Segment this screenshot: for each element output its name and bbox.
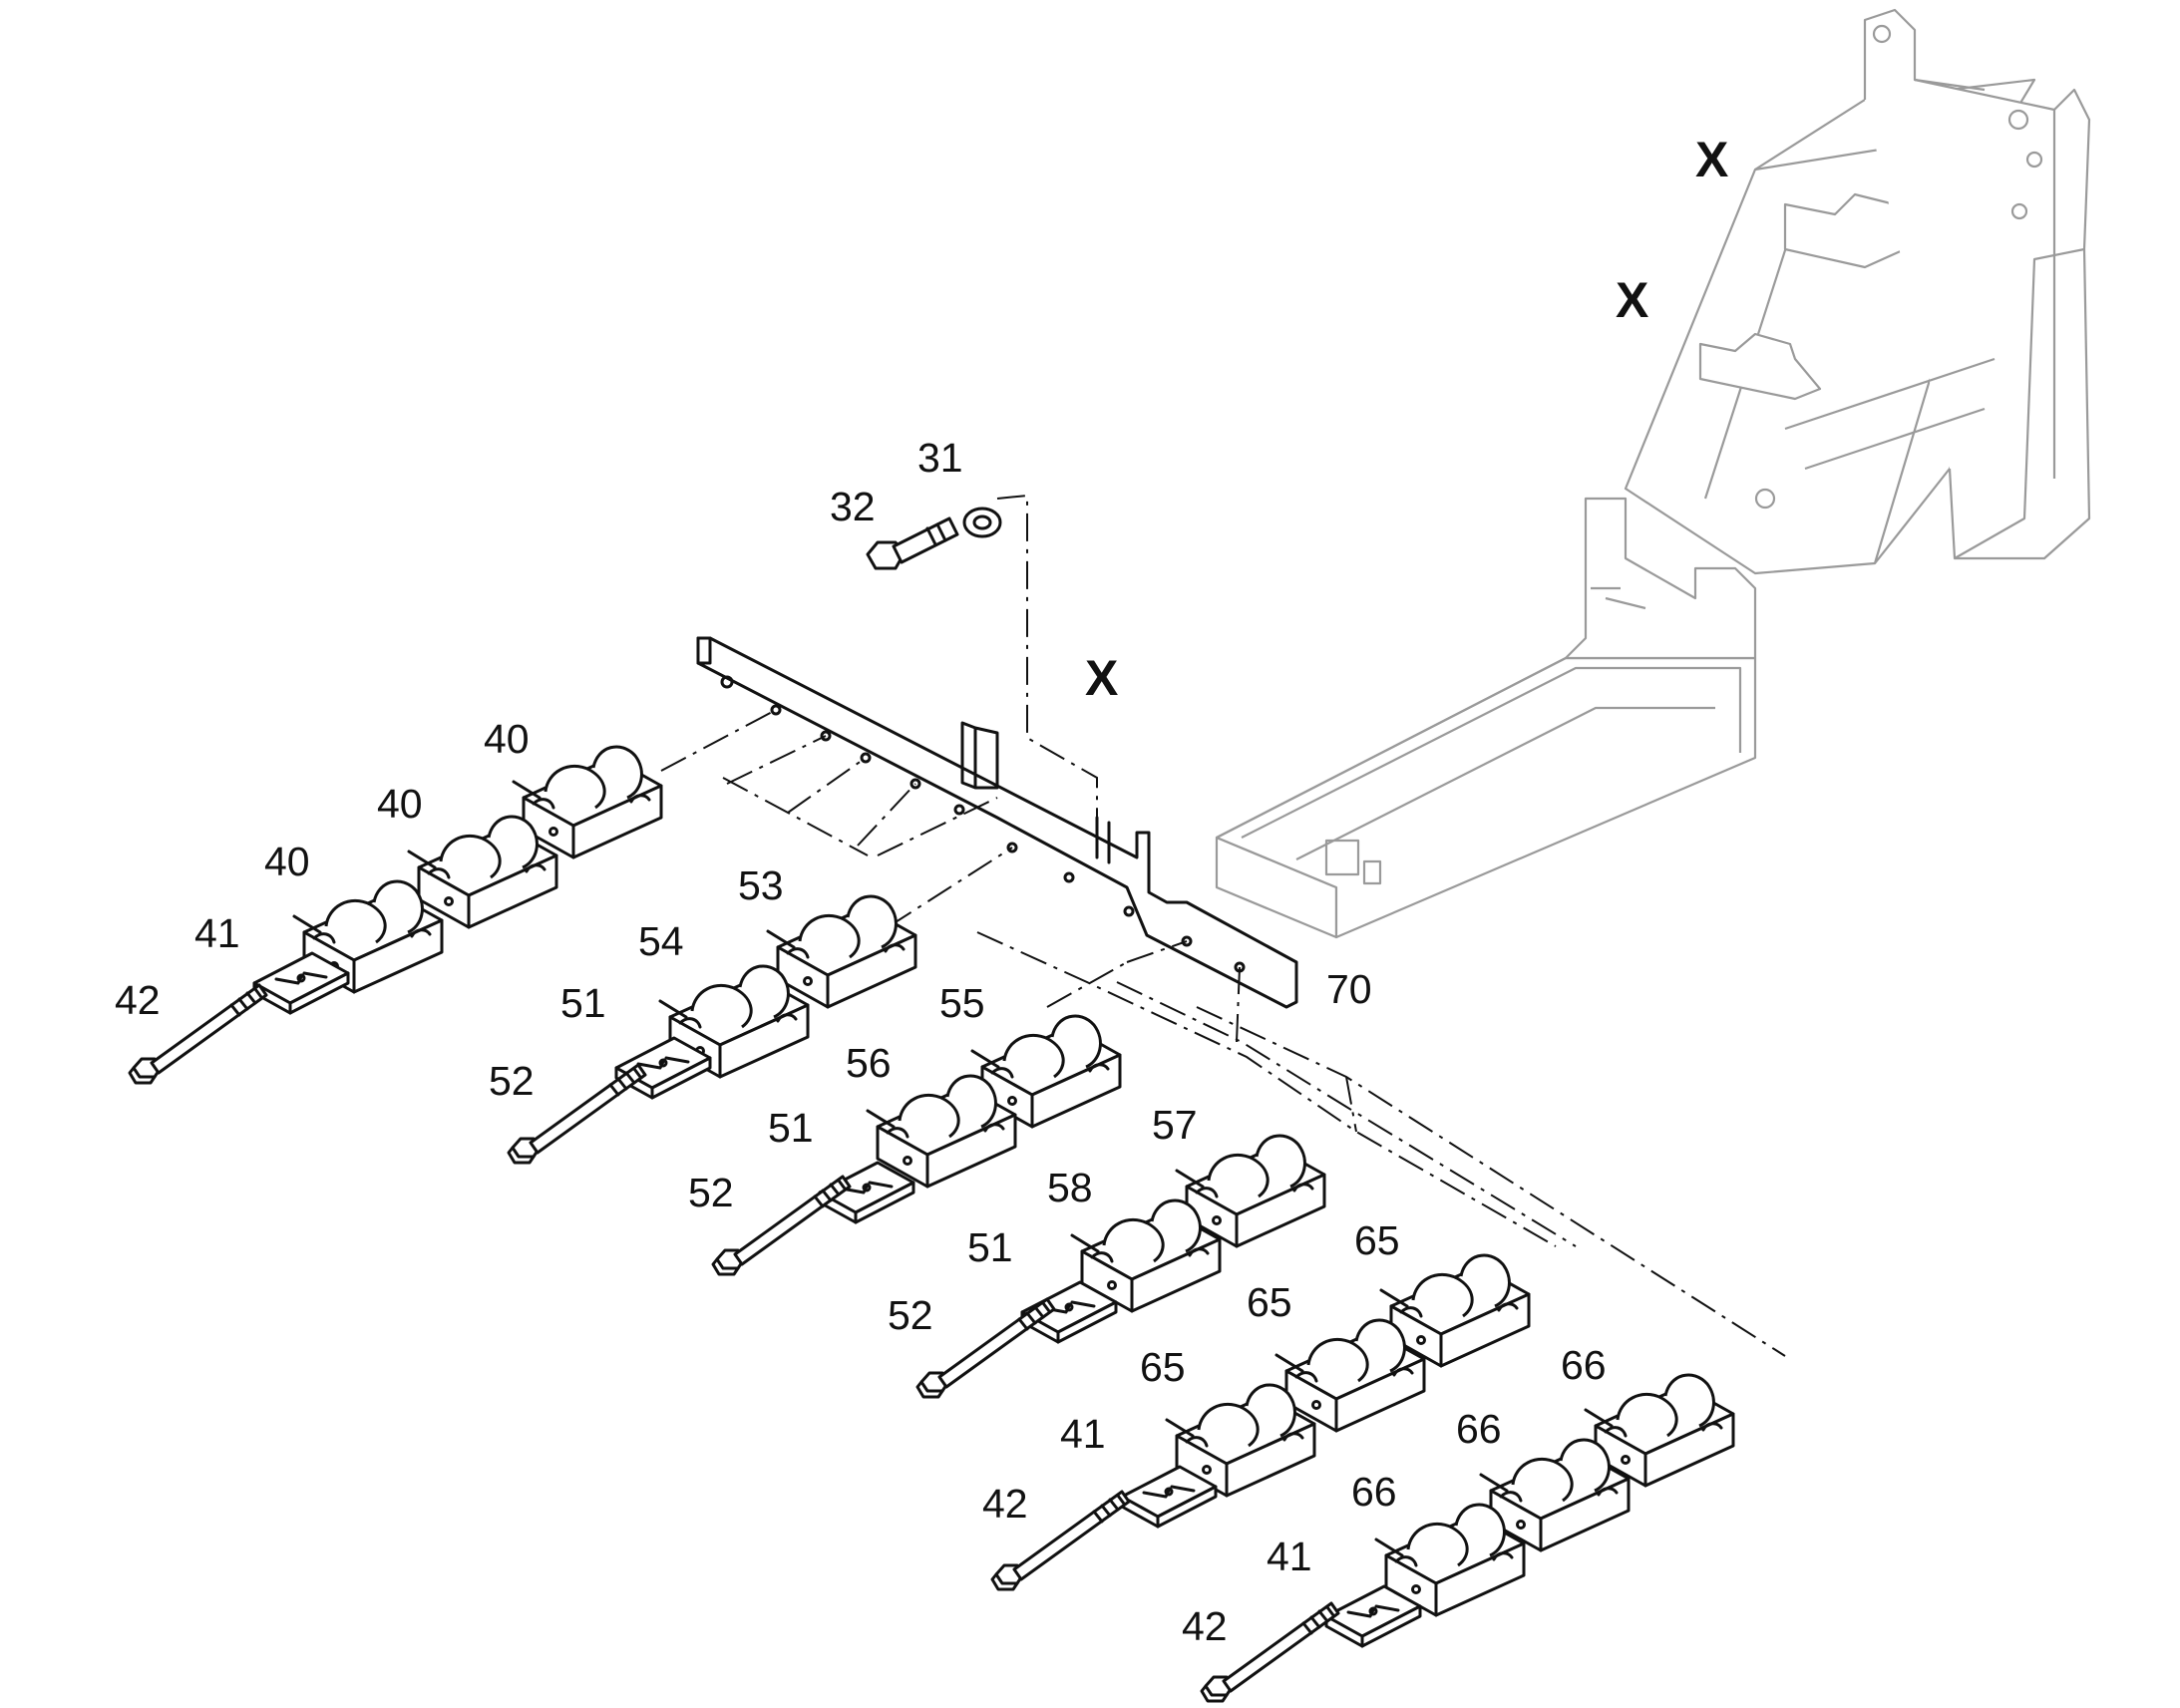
- callout-41-a: 41: [194, 910, 240, 956]
- bolt-32: [866, 516, 959, 570]
- x-markers: X X X: [1085, 132, 1728, 706]
- callout-42-b: 42: [982, 1481, 1028, 1527]
- callout-66-b: 66: [1456, 1406, 1502, 1452]
- callout-66-a: 66: [1561, 1342, 1607, 1388]
- callout-57: 57: [1152, 1102, 1198, 1148]
- callout-31: 31: [917, 435, 963, 481]
- callout-40-a: 40: [484, 716, 530, 762]
- callout-66-c: 66: [1351, 1469, 1397, 1515]
- callout-54: 54: [638, 918, 684, 964]
- callout-52-b: 52: [688, 1170, 734, 1215]
- clamp-group-53-54: [507, 894, 917, 1165]
- callout-51-c: 51: [967, 1224, 1013, 1270]
- callout-55: 55: [939, 980, 985, 1026]
- frame-structure: [1215, 8, 2091, 939]
- callout-65-b: 65: [1247, 1279, 1292, 1325]
- clamp-53: [766, 894, 917, 1009]
- x-marker-main: X: [1085, 650, 1118, 706]
- callout-42-a: 42: [115, 977, 161, 1023]
- washer-31: [962, 507, 1002, 538]
- callout-70: 70: [1326, 966, 1372, 1012]
- callout-42-c: 42: [1182, 1603, 1228, 1649]
- callout-41-b: 41: [1060, 1411, 1106, 1457]
- bolt-52-c: [915, 1297, 1056, 1399]
- callout-40-c: 40: [264, 839, 310, 884]
- callout-32: 32: [830, 484, 876, 529]
- clamp-40-b: [407, 815, 558, 929]
- x-marker-upper: X: [1695, 132, 1728, 187]
- callout-51-a: 51: [560, 980, 606, 1026]
- callout-41-c: 41: [1267, 1534, 1312, 1579]
- callout-65-a: 65: [1354, 1217, 1400, 1263]
- callout-52-a: 52: [489, 1058, 535, 1104]
- callout-40-b: 40: [377, 781, 423, 827]
- callout-56: 56: [846, 1040, 892, 1086]
- bracket-plate: [696, 636, 1298, 1009]
- callout-65-c: 65: [1140, 1344, 1186, 1390]
- callout-53: 53: [738, 862, 784, 908]
- callout-58: 58: [1047, 1165, 1093, 1210]
- callout-51-b: 51: [768, 1105, 814, 1151]
- x-marker-lower: X: [1616, 272, 1648, 328]
- callout-52-c: 52: [888, 1292, 933, 1338]
- callout-labels: 31 32 70 40 40 40 41 42 53 54 51 52 55 5…: [115, 435, 1607, 1649]
